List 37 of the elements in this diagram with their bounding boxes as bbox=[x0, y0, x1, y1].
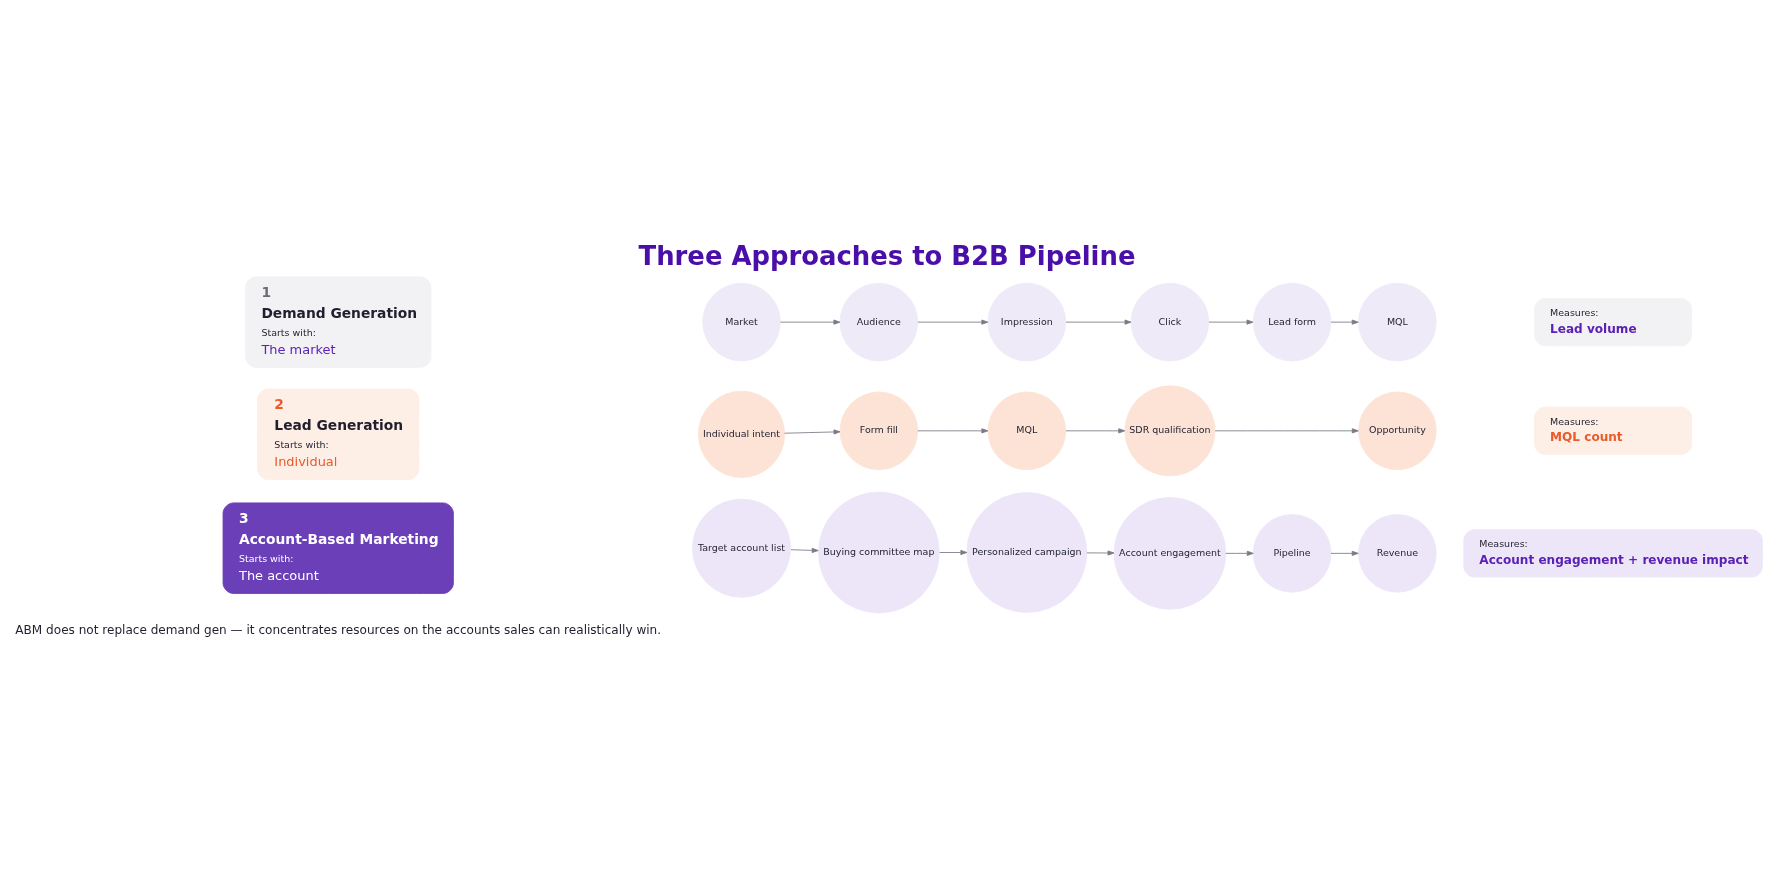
arrow bbox=[790, 547, 819, 553]
arrow bbox=[917, 319, 989, 325]
arrow bbox=[1214, 427, 1359, 433]
node-circle: Lead form bbox=[1252, 282, 1332, 361]
node-circle: SDR qualification bbox=[1124, 384, 1216, 476]
arrow bbox=[1225, 550, 1254, 556]
arrow bbox=[939, 549, 968, 555]
diagram-title: Three Approaches to B2B Pipeline bbox=[638, 240, 1136, 271]
arrow bbox=[1065, 319, 1132, 325]
arrow bbox=[1208, 319, 1254, 325]
node-circle: Click bbox=[1130, 282, 1210, 361]
label: ABM does not replace demand gen — it concentrates resources on the accounts sales can realistically win. bbox=[15, 622, 662, 637]
arrow bbox=[1330, 550, 1359, 556]
node-circle: Pipeline bbox=[1252, 513, 1332, 593]
node-box: Measures: MQL count bbox=[1534, 406, 1693, 455]
arrow bbox=[1330, 319, 1359, 325]
node-circle: Impression bbox=[987, 282, 1067, 361]
node-circle: Opportunity bbox=[1358, 391, 1437, 470]
node-circle: Revenue bbox=[1358, 513, 1437, 593]
arrow bbox=[780, 319, 841, 325]
arrow bbox=[1065, 427, 1126, 433]
node-circle: MQL bbox=[987, 391, 1067, 470]
node-circle: MQL bbox=[1358, 282, 1437, 361]
node-circle: Account engagement bbox=[1113, 496, 1227, 610]
node-circle: Market bbox=[702, 282, 781, 361]
node-box: Measures: Account engagement + revenue impact bbox=[1463, 528, 1763, 577]
node-circle: Form fill bbox=[839, 391, 919, 470]
node-box: 2 Lead Generation Starts with: Individual bbox=[257, 388, 420, 480]
node-circle: Audience bbox=[839, 282, 919, 361]
arrow bbox=[1086, 549, 1115, 556]
node-circle: Personalized campaign bbox=[966, 491, 1088, 613]
arrow bbox=[784, 428, 841, 434]
node-box: 3 Account-Based Marketing Starts with: The account bbox=[222, 501, 454, 594]
node-circle: Buying committee map bbox=[818, 491, 940, 613]
arrow bbox=[917, 427, 989, 433]
node-circle: Target account list bbox=[692, 498, 791, 598]
node-circle: Individual intent bbox=[697, 390, 786, 478]
